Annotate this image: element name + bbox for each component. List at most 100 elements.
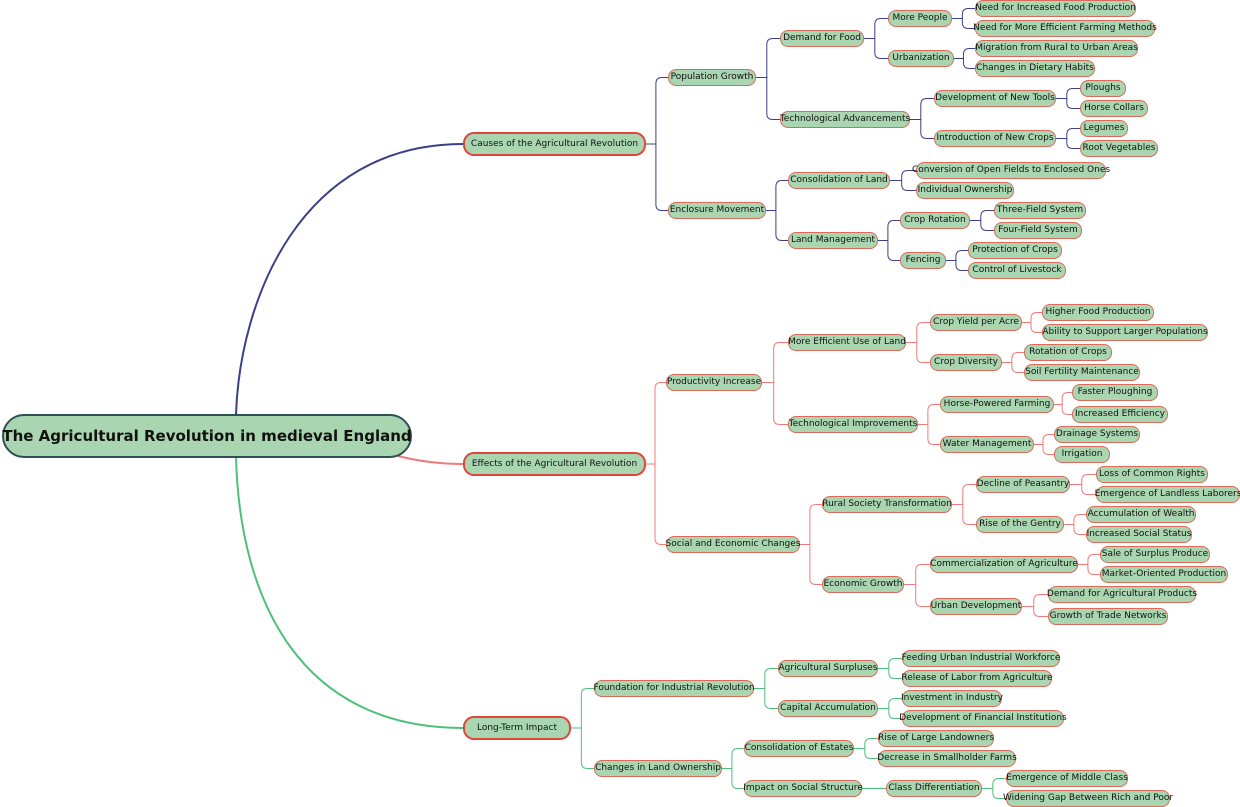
topic-impact-on-social-structure[interactable]: Impact on Social Structure	[743, 780, 863, 797]
connector-line	[762, 382, 788, 425]
topic-feeding-urban-industrial-workforce[interactable]: Feeding Urban Industrial Workforce	[902, 650, 1060, 667]
topic-demand-for-agricultural-products[interactable]: Demand for Agricultural Products	[1047, 586, 1197, 603]
topic-crop-rotation[interactable]: Crop Rotation	[900, 212, 970, 229]
topic-loss-of-common-rights[interactable]: Loss of Common Rights	[1096, 466, 1208, 483]
topic-ability-to-support-larger-populations[interactable]: Ability to Support Larger Populations	[1042, 324, 1208, 341]
topic-increased-efficiency[interactable]: Increased Efficiency	[1072, 406, 1168, 423]
connector-line	[1022, 594, 1048, 607]
topic-rotation-of-crops[interactable]: Rotation of Crops	[1024, 344, 1112, 361]
topic-long-term-impact[interactable]: Long-Term Impact	[463, 716, 571, 740]
connector-line	[722, 768, 744, 789]
topic-legumes[interactable]: Legumes	[1080, 120, 1128, 137]
topic-urban-development[interactable]: Urban Development	[930, 598, 1022, 615]
topic-release-of-labor-from-agriculture[interactable]: Release of Labor from Agriculture	[901, 670, 1053, 687]
topic-development-of-new-tools[interactable]: Development of New Tools	[934, 90, 1056, 107]
topic-productivity-increase[interactable]: Productivity Increase	[666, 374, 762, 391]
connector-line	[754, 688, 778, 709]
topic-root-vegetables[interactable]: Root Vegetables	[1080, 140, 1158, 157]
topic-land-management[interactable]: Land Management	[788, 232, 878, 249]
connector-line	[397, 455, 464, 465]
topic-rural-society-transformation[interactable]: Rural Society Transformation	[822, 496, 952, 513]
topic-demand-for-food[interactable]: Demand for Food	[780, 30, 864, 47]
topic-drainage-systems[interactable]: Drainage Systems	[1054, 426, 1140, 443]
topic-changes-in-land-ownership[interactable]: Changes in Land Ownership	[594, 760, 722, 777]
topic-decline-of-peasantry[interactable]: Decline of Peasantry	[976, 476, 1070, 493]
topic-decrease-in-smallholder-farms[interactable]: Decrease in Smallholder Farms	[877, 750, 1017, 767]
topic-commercialization-of-agriculture[interactable]: Commercialization of Agriculture	[930, 556, 1078, 573]
connector-line	[646, 143, 668, 211]
topic-crop-yield-per-acre[interactable]: Crop Yield per Acre	[930, 314, 1022, 331]
topic-causes-of-the-agricultural-revolution[interactable]: Causes of the Agricultural Revolution	[463, 132, 646, 156]
connector-line	[878, 240, 900, 261]
topic-soil-fertility-maintenance[interactable]: Soil Fertility Maintenance	[1024, 364, 1140, 381]
topic-three-field-system[interactable]: Three-Field System	[994, 202, 1086, 219]
topic-more-efficient-use-of-land[interactable]: More Efficient Use of Land	[788, 334, 906, 351]
topic-class-differentiation[interactable]: Class Differentiation	[886, 780, 982, 797]
connector-line	[1070, 474, 1096, 485]
topic-need-for-increased-food-production[interactable]: Need for Increased Food Production	[975, 0, 1136, 17]
connector-line	[1064, 514, 1086, 525]
topic-agricultural-surpluses[interactable]: Agricultural Surpluses	[778, 660, 878, 677]
topic-faster-ploughing[interactable]: Faster Ploughing	[1072, 384, 1158, 401]
topic-sale-of-surplus-produce[interactable]: Sale of Surplus Produce	[1100, 546, 1210, 563]
topic-urbanization[interactable]: Urbanization	[888, 50, 954, 67]
topic-protection-of-crops[interactable]: Protection of Crops	[968, 242, 1062, 259]
topic-changes-in-dietary-habits[interactable]: Changes in Dietary Habits	[975, 60, 1095, 77]
topic-accumulation-of-wealth[interactable]: Accumulation of Wealth	[1086, 506, 1196, 523]
topic-growth-of-trade-networks[interactable]: Growth of Trade Networks	[1048, 608, 1168, 625]
topic-water-management[interactable]: Water Management	[940, 436, 1034, 453]
connector-line	[878, 658, 902, 669]
topic-investment-in-industry[interactable]: Investment in Industry	[901, 690, 1003, 707]
connector-line	[1054, 392, 1072, 405]
topic-increased-social-status[interactable]: Increased Social Status	[1086, 526, 1192, 543]
connector-line	[878, 708, 902, 719]
connector-line	[235, 457, 464, 729]
topic-introduction-of-new-crops[interactable]: Introduction of New Crops	[934, 130, 1056, 147]
topic-market-oriented-production[interactable]: Market-Oriented Production	[1100, 566, 1228, 583]
topic-horse-powered-farming[interactable]: Horse-Powered Farming	[940, 396, 1054, 413]
topic-enclosure-movement[interactable]: Enclosure Movement	[668, 202, 766, 219]
connector-line	[946, 250, 968, 261]
topic-migration-from-rural-to-urban-areas[interactable]: Migration from Rural to Urban Areas	[975, 40, 1138, 57]
connector-line	[722, 748, 744, 769]
topic-social-and-economic-changes[interactable]: Social and Economic Changes	[666, 536, 800, 553]
topic-effects-of-the-agricultural-revolution[interactable]: Effects of the Agricultural Revolution	[463, 452, 646, 476]
connector-line	[1056, 88, 1080, 99]
topic-four-field-system[interactable]: Four-Field System	[994, 222, 1082, 239]
connector-line	[854, 738, 878, 749]
topic-foundation-for-industrial-revolution[interactable]: Foundation for Industrial Revolution	[593, 680, 755, 697]
topic-conversion-of-open-fields-to-enclosed-ones[interactable]: Conversion of Open Fields to Enclosed On…	[912, 162, 1110, 179]
topic-individual-ownership[interactable]: Individual Ownership	[916, 182, 1014, 199]
topic-irrigation[interactable]: Irrigation	[1054, 446, 1110, 463]
topic-consolidation-of-estates[interactable]: Consolidation of Estates	[744, 740, 854, 757]
topic-emergence-of-landless-laborers[interactable]: Emergence of Landless Laborers	[1095, 486, 1240, 503]
topic-emergence-of-middle-class[interactable]: Emergence of Middle Class	[1006, 770, 1128, 787]
topic-technological-advancements[interactable]: Technological Advancements	[780, 111, 910, 128]
topic-higher-food-production[interactable]: Higher Food Production	[1042, 304, 1154, 321]
connector-line	[646, 382, 666, 465]
topic-development-of-financial-institutions[interactable]: Development of Financial Institutions	[899, 710, 1067, 727]
topic-technological-improvements[interactable]: Technological Improvements	[788, 416, 918, 433]
topic-widening-gap-between-rich-and-poor[interactable]: Widening Gap Between Rich and Poor	[1003, 790, 1173, 807]
topic-population-growth[interactable]: Population Growth	[668, 69, 756, 86]
connector-line	[954, 48, 975, 59]
topic-ploughs[interactable]: Ploughs	[1080, 80, 1126, 97]
connector-line	[982, 788, 1006, 799]
root-topic[interactable]: The Agricultural Revolution in medieval …	[2, 414, 412, 458]
topic-horse-collars[interactable]: Horse Collars	[1080, 100, 1148, 117]
topic-need-for-more-efficient-farming-methods[interactable]: Need for More Efficient Farming Methods	[973, 20, 1157, 37]
topic-economic-growth[interactable]: Economic Growth	[822, 576, 904, 593]
topic-consolidation-of-land[interactable]: Consolidation of Land	[788, 172, 890, 189]
topic-control-of-livestock[interactable]: Control of Livestock	[968, 262, 1066, 279]
topic-rise-of-large-landowners[interactable]: Rise of Large Landowners	[878, 730, 994, 747]
topic-fencing[interactable]: Fencing	[900, 252, 946, 269]
topic-more-people[interactable]: More People	[888, 10, 952, 27]
connector-line	[878, 668, 902, 679]
connector-line	[766, 210, 788, 241]
topic-capital-accumulation[interactable]: Capital Accumulation	[778, 700, 878, 717]
topic-crop-diversity[interactable]: Crop Diversity	[930, 354, 1002, 371]
connector-line	[878, 698, 902, 709]
topic-rise-of-the-gentry[interactable]: Rise of the Gentry	[976, 516, 1064, 533]
